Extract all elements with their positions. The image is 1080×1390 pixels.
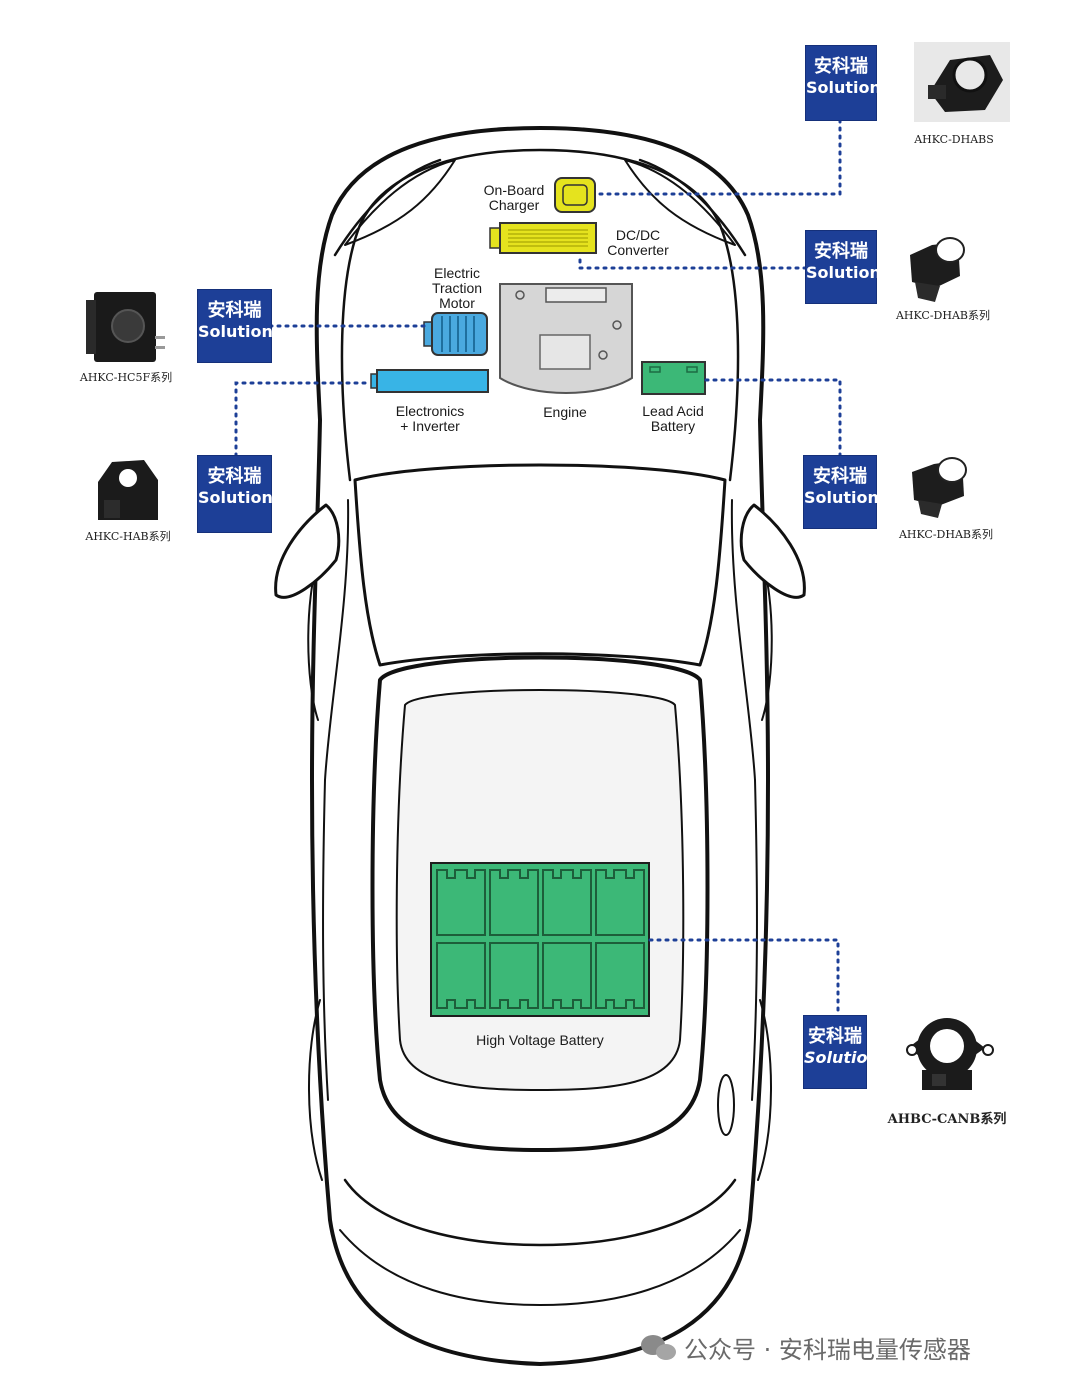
product-label-5: AHKC-DHAB系列 [898, 528, 994, 541]
dcdc-converter [489, 222, 597, 254]
onboard-charger-inner [562, 184, 588, 206]
badge-cn: 安科瑞 [207, 466, 262, 487]
onboard-charger-box [554, 177, 596, 213]
traction-motor [423, 312, 488, 356]
product-image-ahbc-canb [906, 1018, 994, 1090]
product-label-2: AHKC-DHAB系列 [895, 309, 991, 322]
solution-badge-4: 安科瑞 Solution [198, 456, 273, 532]
badge-cn: 安科瑞 [813, 466, 867, 487]
badge-cn: 安科瑞 [814, 241, 868, 262]
product-image-ahkc-dhab-top [910, 237, 965, 302]
solution-badge-5: 安科瑞 Solution [804, 456, 879, 528]
badge-en: Solution [198, 322, 273, 341]
electronics-inverter [370, 369, 489, 393]
lead-acid-battery [641, 361, 706, 395]
battery-cell [489, 869, 539, 936]
product-image-ahkc-hab [98, 460, 158, 520]
label-lead-acid-battery: Lead Acid Battery [642, 403, 704, 434]
badge-en: Solution [806, 78, 881, 97]
badge-en: Solution [804, 1048, 879, 1067]
badge-en: Solution [198, 488, 273, 507]
battery-cell [436, 942, 486, 1009]
label-dcdc-converter: DC/DC Converter [607, 227, 669, 258]
battery-cell [436, 869, 486, 936]
solution-badge-1: 安科瑞 Solution [806, 46, 881, 120]
product-label-6: AHBC-CANB系列 [887, 1112, 1007, 1127]
label-electronics-inverter: Electronics + Inverter [395, 403, 465, 434]
badge-cn: 安科瑞 [808, 1026, 862, 1047]
watermark: 公众号 · 安科瑞电量传感器 [684, 1336, 971, 1364]
battery-cell [542, 942, 592, 1009]
badge-en: Solution [804, 488, 879, 507]
wechat-icon [641, 1335, 676, 1360]
engine [499, 283, 633, 394]
product-label-3: AHKC-HC5F系列 [79, 371, 173, 384]
label-hv-battery: High Voltage Battery [476, 1032, 604, 1048]
product-image-ahkc-dhab-mid [912, 457, 967, 518]
label-onboard-charger: On-Board Charger [483, 182, 545, 213]
badge-cn: 安科瑞 [207, 300, 262, 321]
battery-cell [595, 942, 645, 1009]
product-label-4: AHKC-HAB系列 [85, 530, 171, 543]
battery-cell [542, 869, 592, 936]
badge-cn: 安科瑞 [814, 56, 868, 77]
solution-badge-2: 安科瑞 Solution [806, 231, 881, 303]
hv-battery [430, 862, 650, 1017]
product-label-1: AHKC-DHABS [914, 133, 994, 146]
connectors [234, 118, 842, 1018]
battery-cell [489, 942, 539, 1009]
badge-en: Solution [806, 263, 881, 282]
battery-cell [595, 869, 645, 936]
solution-badge-6: 安科瑞 Solution [804, 1016, 879, 1088]
product-image-ahkc-dhabs [914, 42, 1010, 122]
label-engine: Engine [543, 404, 587, 420]
product-image-ahkc-hc5f [86, 292, 165, 362]
solution-badge-3: 安科瑞 Solution [198, 290, 273, 362]
label-traction-motor: Electric Traction Motor [431, 265, 483, 311]
